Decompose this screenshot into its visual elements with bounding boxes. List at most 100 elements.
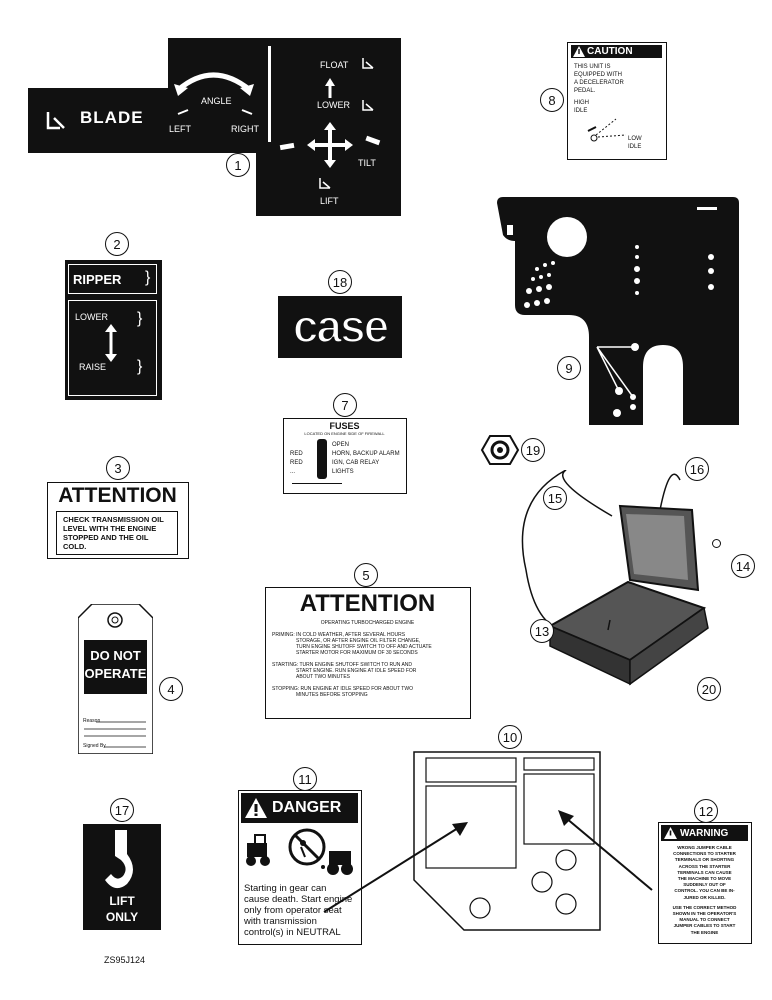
attention-oil-line: CHECK TRANSMISSION OIL — [63, 515, 164, 524]
callout-7: 7 — [333, 393, 357, 417]
danger-title: DANGER — [272, 799, 342, 816]
low-label: LOW — [628, 136, 642, 142]
callout-10: 10 — [498, 725, 522, 749]
angle-label: ANGLE — [201, 96, 232, 106]
warning-line: THE MACHINE TO MOVE — [677, 876, 732, 882]
caution-title: CAUTION — [587, 46, 633, 57]
ripper-decal: RIPPER } LOWER RAISE } } — [65, 260, 162, 400]
callout-16: 16 — [685, 457, 709, 481]
warning-line: SUDDENLY OUT OF — [683, 882, 726, 888]
high-label: HIGH — [574, 100, 589, 106]
ripper-header-frame — [68, 264, 157, 294]
ripper-tooth-icon: } — [137, 310, 143, 327]
danger-line: Starting in gear can — [244, 883, 327, 894]
warning-header: WARNING — [661, 825, 748, 841]
caution-line: A DECELERATOR — [574, 80, 624, 86]
lower-label: LOWER — [317, 100, 351, 110]
fuse-label: IGN, CAB RELAY — [332, 460, 380, 466]
priming-line: STARTER MOTOR FOR MAXIMUM OF 30 SECONDS — [296, 650, 418, 656]
caution-text: THIS UNIT IS EQUIPPED WITH A DECELERATOR… — [574, 63, 624, 95]
float-label: FLOAT — [320, 60, 349, 70]
idle-label: IDLE — [574, 108, 588, 114]
warning-line: TERMINALS CAN CAUSE — [677, 869, 732, 875]
lift-only-line2: ONLY — [105, 910, 139, 924]
ripper-raise-label: RAISE — [79, 362, 107, 372]
fuses-subtitle: LOCATED ON ENGINE SIDE OF FIREWALL — [304, 431, 385, 436]
stopping-line: STOPPING: RUN ENGINE AT IDLE SPEED FOR A… — [272, 686, 413, 692]
fuse-block — [317, 439, 327, 479]
fuse-footnote-line — [292, 483, 342, 484]
attention-oil-body: CHECK TRANSMISSION OIL LEVEL WITH THE EN… — [56, 511, 178, 555]
warning-line: USE THE CORRECT METHOD — [672, 904, 737, 910]
attention-turbo-sub: OPERATING TURBOCHARGED ENGINE — [320, 620, 415, 626]
callout-20: 20 — [697, 677, 721, 701]
idle-label: IDLE — [628, 144, 642, 150]
caution-line: PEDAL. — [574, 88, 596, 94]
fuse-label: LIGHTS — [332, 469, 354, 475]
ripper-bracket-icon: } — [145, 269, 151, 286]
tag-line2: OPERATE — [84, 666, 147, 681]
danger-line: with transmission — [244, 916, 317, 927]
fuse-color: ... — [290, 469, 296, 475]
fuse-label: OPEN — [332, 442, 350, 448]
warning-triangle-icon — [664, 827, 677, 839]
starting-line: STARTING: TURN ENGINE SHUTOFF SWITCH TO … — [272, 662, 413, 668]
window-panel — [413, 751, 601, 931]
callout-9: 9 — [557, 356, 581, 380]
do-not-operate-tag: DO NOT OPERATE Reason Signed By — [78, 604, 153, 754]
warning-body: WRONG JUMPER CABLE CONNECTIONS TO STARTE… — [659, 845, 750, 936]
caution-line: THIS UNIT IS — [574, 64, 611, 70]
callout-11: 11 — [293, 767, 317, 791]
danger-line: only from operator seat — [244, 905, 342, 916]
warning-line: CONTROL. YOU CAN BE IN- — [674, 888, 735, 894]
tag-signed: Signed By — [83, 743, 106, 749]
callout-14: 14 — [731, 554, 755, 578]
runover-hazard-icon — [246, 828, 353, 875]
warning-line: JURED OR KILLED. — [683, 894, 726, 900]
callout-2: 2 — [105, 232, 129, 256]
ripper-body-frame — [68, 300, 157, 396]
right-label: RIGHT — [231, 124, 259, 134]
attention-oil-decal: ATTENTION CHECK TRANSMISSION OIL LEVEL W… — [47, 482, 189, 559]
tag-reason: Reason — [83, 718, 101, 724]
left-label: LEFT — [169, 124, 192, 134]
callout-8: 8 — [540, 88, 564, 112]
stopping-line: MINUTES BEFORE STOPPING — [296, 692, 368, 698]
callout-18: 18 — [328, 270, 352, 294]
callout-3: 3 — [106, 456, 130, 480]
callout-1: 1 — [226, 153, 250, 177]
tag-shape — [78, 604, 153, 754]
callout-12: 12 — [694, 799, 718, 823]
tag-line1: DO NOT — [90, 648, 141, 663]
pointer-arrows — [323, 810, 653, 913]
warning-line: CONNECTIONS TO STARTER — [673, 851, 736, 857]
callout-19: 19 — [521, 438, 545, 462]
attention-oil-line: COLD. — [63, 542, 87, 551]
attention-turbo-body: PRIMING: IN COLD WEATHER, AFTER SEVERAL … — [272, 632, 466, 698]
attention-oil-line: LEVEL WITH THE ENGINE — [63, 524, 157, 533]
caution-decal: CAUTION THIS UNIT IS EQUIPPED WITH A DEC… — [567, 42, 667, 160]
low-idle-label: LOW IDLE — [628, 135, 642, 151]
danger-header: DANGER — [241, 793, 358, 823]
attention-turbo-decal: ATTENTION OPERATING TURBOCHARGED ENGINE … — [265, 587, 471, 719]
warning-line: ACROSS THE STARTER — [678, 863, 731, 869]
starting-line: START ENGINE. RUN ENGINE AT IDLE SPEED F… — [296, 668, 417, 674]
starting-line: ABOUT TWO MINUTES — [296, 674, 350, 680]
warning-title: WARNING — [680, 827, 729, 839]
lift-only-decal: LIFT ONLY — [83, 824, 161, 930]
warning-line: THE ENGINE — [690, 929, 719, 935]
seat-illustration — [521, 470, 709, 686]
fuse-label: HORN, BACKUP ALARM — [332, 451, 400, 457]
case-logo-text: case — [292, 299, 390, 353]
priming-line: STORAGE, OR AFTER ENGINE OIL FILTER CHAN… — [296, 638, 421, 644]
cable — [561, 470, 613, 517]
fuses-decal: FUSES LOCATED ON ENGINE SIDE OF FIREWALL… — [283, 418, 407, 494]
callout-15: 15 — [543, 486, 567, 510]
warning-triangle-icon — [245, 798, 267, 818]
up-down-arrow-icon — [105, 324, 117, 362]
pedal-icon — [587, 118, 627, 142]
control-panel-decal — [497, 197, 739, 425]
warning-line: WRONG JUMPER CABLE — [677, 845, 732, 850]
attention-oil-line: STOPPED AND THE OIL — [63, 533, 149, 542]
case-logo-decal: case — [278, 296, 402, 358]
